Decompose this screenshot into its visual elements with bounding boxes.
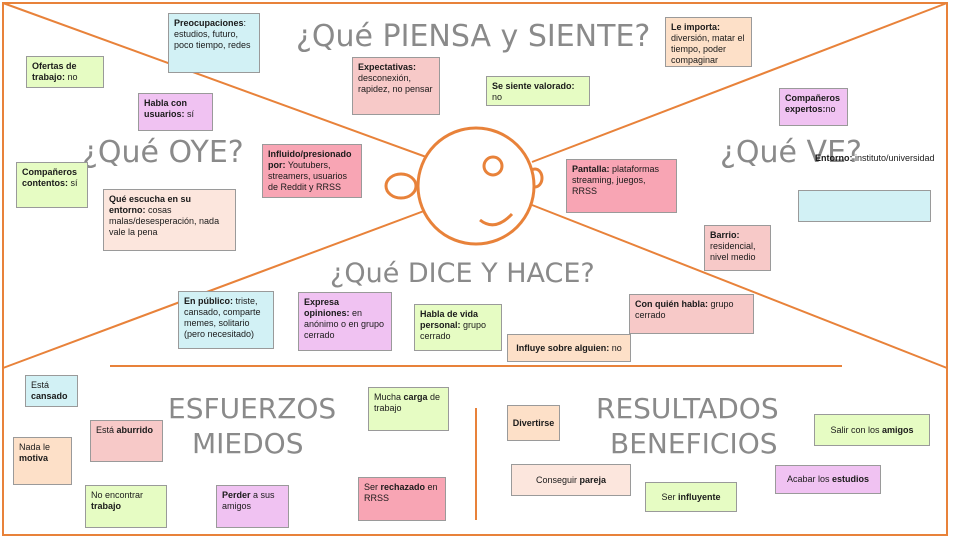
note-divertirse[interactable]: Divertirse bbox=[507, 405, 560, 441]
heading-esfuerzos: ESFUERZOS bbox=[168, 392, 337, 425]
note-barrio[interactable]: Barrio: residencial, nivel medio bbox=[704, 225, 771, 271]
diagonal-top-right bbox=[531, 2, 948, 163]
heading-beneficios: BENEFICIOS bbox=[610, 427, 778, 460]
heading-miedos: MIEDOS bbox=[192, 427, 304, 460]
label-entorno: Entorno: instituto/universidad bbox=[815, 153, 935, 163]
note-perder-amigos[interactable]: Perder a sus amigos bbox=[216, 485, 289, 528]
note-expresa-opiniones[interactable]: Expresa opiniones: en anónimo o en grupo… bbox=[298, 292, 392, 351]
note-mucha-carga[interactable]: Mucha carga de trabajo bbox=[368, 387, 449, 431]
note-nada-motiva[interactable]: Nada le motiva bbox=[13, 437, 72, 485]
note-esta-cansado[interactable]: Está cansado bbox=[25, 375, 78, 407]
note-acabar-estudios[interactable]: Acabar los estudios bbox=[775, 465, 881, 494]
note-empty-blue[interactable] bbox=[798, 190, 931, 222]
note-expectativas[interactable]: Expectativas: desconexión, rapidez, no p… bbox=[352, 57, 440, 115]
note-influye-sobre-alguien[interactable]: Influye sobre alguien: no bbox=[507, 334, 631, 362]
note-se-siente-valorado[interactable]: Se siente valorado: no bbox=[486, 76, 590, 106]
note-pantalla[interactable]: Pantalla: plataformas streaming, juegos,… bbox=[566, 159, 677, 213]
note-companeros-expertos[interactable]: Compañeros expertos:no bbox=[779, 88, 848, 126]
note-ser-rechazado[interactable]: Ser rechazado en RRSS bbox=[358, 477, 446, 521]
note-habla-vida-personal[interactable]: Habla de vida personal: grupo cerrado bbox=[414, 304, 502, 351]
heading-resultados: RESULTADOS bbox=[596, 392, 779, 425]
diagonal-bottom-right bbox=[531, 204, 948, 369]
heading-ve: ¿Qué VE? bbox=[720, 135, 862, 170]
heading-dice-hace: ¿Qué DICE Y HACE? bbox=[330, 258, 595, 289]
note-no-encontrar-trabajo[interactable]: No encontrar trabajo bbox=[85, 485, 167, 528]
note-preocupaciones[interactable]: Preocupaciones: estudios, futuro, poco t… bbox=[168, 13, 260, 73]
note-ofertas-trabajo[interactable]: Ofertas de trabajo: no bbox=[26, 56, 104, 88]
note-conseguir-pareja[interactable]: Conseguir pareja bbox=[511, 464, 631, 496]
diagonal-top-left bbox=[2, 2, 441, 163]
note-companeros-contentos[interactable]: Compañeros contentos: sí bbox=[16, 162, 88, 208]
head-icon bbox=[384, 126, 544, 246]
note-en-publico[interactable]: En público: triste, cansado, comparte me… bbox=[178, 291, 274, 349]
note-salir-amigos[interactable]: Salir con los amigos bbox=[814, 414, 930, 446]
diagonal-bottom-left bbox=[2, 204, 441, 369]
heading-piensa-siente: ¿Qué PIENSA y SIENTE? bbox=[296, 19, 651, 54]
note-con-quien-habla[interactable]: Con quién habla: grupo cerrado bbox=[629, 294, 754, 334]
note-esta-aburrido[interactable]: Está aburrido bbox=[90, 420, 163, 462]
heading-oye: ¿Qué OYE? bbox=[82, 135, 244, 170]
note-habla-con-usuarios[interactable]: Habla con usuarios: sí bbox=[138, 93, 213, 131]
note-que-escucha[interactable]: Qué escucha en su entorno: cosas malas/d… bbox=[103, 189, 236, 251]
note-le-importa[interactable]: Le importa: diversión, matar el tiempo, … bbox=[665, 17, 752, 67]
note-influido-presionado[interactable]: Influido/presionado por: Youtubers, stre… bbox=[262, 144, 362, 198]
outer-border bbox=[2, 2, 948, 536]
note-ser-influyente[interactable]: Ser influyente bbox=[645, 482, 737, 512]
